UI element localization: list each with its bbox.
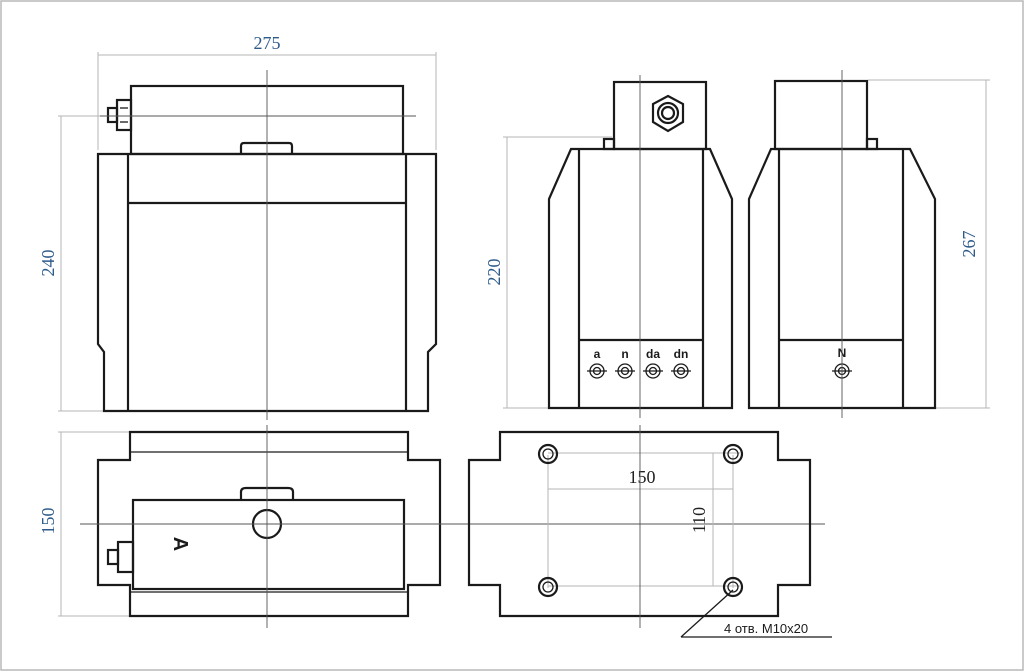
terminal-screw-a [587,363,607,379]
side-body [547,147,734,410]
side-hex-ring [656,101,680,125]
dim-240-text: 240 [38,250,58,277]
mounting-hole-bottom-left [537,576,559,598]
plan-outer-body [96,430,442,618]
front-view: 275 240 [38,33,438,420]
front-handle [239,141,294,154]
dim-110-text: 110 [689,507,709,533]
rear-body [747,147,937,410]
front-gland-nut [106,106,119,124]
terminal-label-a: a [594,347,601,361]
side-view: 220 a n da dn [484,75,734,418]
terminal-screw-da [643,363,663,379]
dim-267-text: 267 [959,231,979,258]
front-body [96,152,438,413]
mounting-view: 150 110 4 отв. М10х20 [467,425,832,638]
terminal-label-da: da [646,347,660,361]
terminal-label-n: n [621,347,628,361]
mounting-hole-bottom-right [722,576,744,598]
dim-150-text: 150 [38,508,58,535]
mounting-base [467,430,812,618]
holes-leader [680,589,734,638]
rear-view: 267 N [747,70,990,418]
terminal-label-dn: dn [674,347,689,361]
plan-marking-a: A [169,537,191,551]
holes-note: 4 отв. М10х20 [724,621,808,636]
terminal-screw-n [615,363,635,379]
terminal-screw-dn [671,363,691,379]
mounting-hole-top-right [722,443,744,465]
mounting-hole-top-left [537,443,559,465]
side-hex-nut [651,94,685,133]
plan-view: 150 A [38,425,825,628]
plan-gland-nut [106,548,120,566]
dim-220-text: 220 [484,259,504,286]
side-hex-hole [660,105,676,121]
dim-275-text: 275 [254,33,281,53]
dim-150b-text: 150 [629,467,656,487]
